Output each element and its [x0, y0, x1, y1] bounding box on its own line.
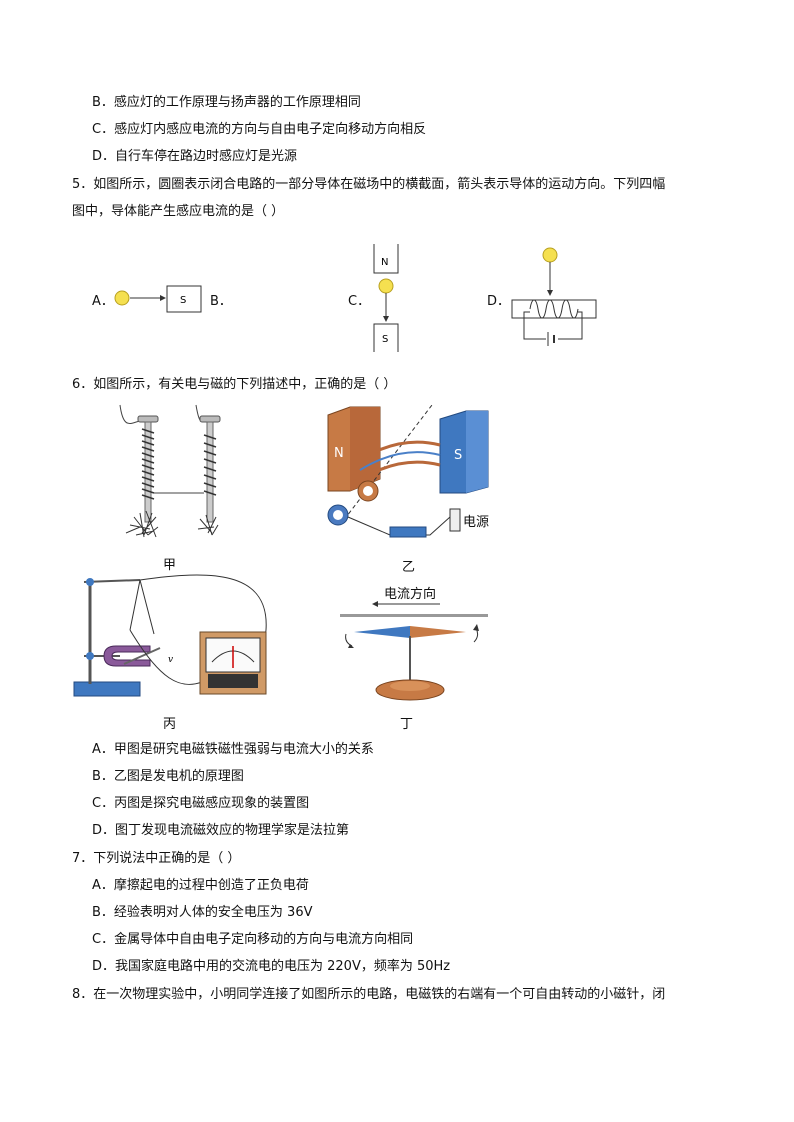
q6-label-ding: 丁 — [400, 717, 414, 732]
stand-base — [73, 681, 141, 697]
rotation-arrow-head — [348, 644, 354, 648]
magnet-s-cover — [373, 352, 399, 355]
q4-option-d: D．自行车停在路边时感应灯是光源 — [92, 149, 298, 164]
conductor-circle — [114, 290, 130, 306]
velocity-label: v — [168, 655, 173, 665]
straight-wire — [340, 614, 488, 617]
conductor-rod — [123, 647, 161, 665]
conductor-circle — [542, 247, 558, 263]
q6-option-c: C．丙图是探究电磁感应现象的装置图 — [92, 796, 310, 811]
power-supply — [449, 508, 461, 532]
q5-figure-c: N S — [373, 242, 399, 355]
magnet-n-cover — [373, 242, 399, 244]
q5-label-b: B． — [210, 294, 232, 309]
solenoid-core — [511, 299, 597, 319]
q4-option-b: B．感应灯的工作原理与扬声器的工作原理相同 — [92, 95, 361, 110]
conductor-circle — [378, 278, 394, 294]
q6-option-b: B．乙图是发电机的原理图 — [92, 769, 244, 784]
nail-body — [206, 421, 214, 523]
lead-wire — [129, 629, 203, 685]
q4-option-c: C．感应灯内感应电流的方向与自由电子定向移动方向相反 — [92, 122, 427, 137]
q8-stem: 8．在一次物理实验中，小明同学连接了如图所示的电路，电磁铁的右端有一个可自由转动… — [72, 987, 666, 1002]
q7-option-a: A．摩擦起电的过程中创造了正负电荷 — [92, 878, 309, 893]
q5-figure-d — [511, 247, 597, 346]
coil-winding — [203, 434, 217, 496]
attracted-pins — [125, 510, 159, 538]
q7-option-c: C．金属导体中自由电子定向移动的方向与电流方向相同 — [92, 932, 414, 947]
magnet-s-label: S — [382, 334, 388, 345]
q6-figure-bing: v — [73, 574, 267, 697]
magnet-s-block — [166, 285, 202, 313]
slip-ring-inner — [333, 510, 343, 520]
magnet-n-label: N — [381, 257, 388, 268]
magnet-n-face — [350, 407, 380, 491]
armature-coil — [359, 440, 441, 482]
armature-coil — [359, 451, 441, 471]
stand-base-top — [390, 681, 430, 691]
q6-power-label: 电源 — [463, 515, 490, 530]
magnet-s-label: S — [454, 448, 462, 463]
q6-option-d: D．图丁发现电流磁效应的物理学家是法拉第 — [92, 823, 350, 838]
q5-stem-line2: 图中，导体能产生感应电流的是（ ） — [72, 204, 285, 219]
galvanometer-base — [208, 674, 258, 688]
coil-winding — [141, 428, 155, 500]
attracted-pins — [197, 514, 219, 536]
q6-stem: 6．如图所示，有关电与磁的下列描述中，正确的是（ ） — [72, 377, 397, 392]
q6-figure-jia — [119, 404, 221, 538]
q5-figure-a: S — [114, 285, 202, 313]
clamp — [86, 652, 94, 660]
magnet-n-label: N — [334, 446, 344, 461]
circuit-wire — [523, 311, 546, 340]
switch-base — [389, 526, 427, 538]
q7-stem: 7．下列说法中正确的是（ ） — [72, 851, 241, 866]
q6-option-a: A．甲图是研究电磁铁磁性强弱与电流大小的关系 — [92, 742, 374, 757]
q7-option-d: D．我国家庭电路中用的交流电的电压为 220V，频率为 50Hz — [92, 959, 451, 974]
q6-figure-yi: N S — [327, 404, 489, 538]
arrow-head — [383, 316, 389, 322]
rotation-arrow — [345, 633, 353, 647]
suspension-wire — [129, 579, 155, 635]
q6-label-bing: 丙 — [163, 717, 177, 732]
q5-label-c: C． — [348, 294, 371, 309]
needle-north — [354, 626, 410, 638]
current-arrow-head — [372, 601, 378, 607]
rotation-axis — [339, 404, 433, 526]
clamp — [86, 578, 94, 586]
q6-current-direction: 电流方向 — [384, 587, 437, 602]
magnet-s-face — [466, 411, 488, 493]
nail-head — [137, 415, 159, 423]
commutator-ring-inner — [363, 486, 373, 496]
magnet-s-label: S — [180, 295, 186, 306]
arrow-head — [160, 295, 166, 301]
rotation-arrow-head — [473, 624, 479, 631]
nail-head — [199, 415, 221, 423]
q6-label-jia: 甲 — [163, 558, 177, 573]
q5-label-a: A． — [92, 294, 114, 309]
q5-stem-line1: 5．如图所示，圆圈表示闭合电路的一部分导体在磁场中的横截面，箭头表示导体的运动方… — [72, 177, 666, 192]
solenoid-coil — [529, 299, 579, 319]
q6-figure-ding — [340, 601, 488, 701]
needle-south — [410, 626, 466, 638]
q7-option-b: B．经验表明对人体的安全电压为 36V — [92, 905, 313, 920]
arrow-head — [547, 290, 553, 296]
q6-label-yi: 乙 — [402, 560, 416, 575]
circuit-wire — [558, 311, 583, 340]
q5-label-d: D． — [487, 294, 511, 309]
